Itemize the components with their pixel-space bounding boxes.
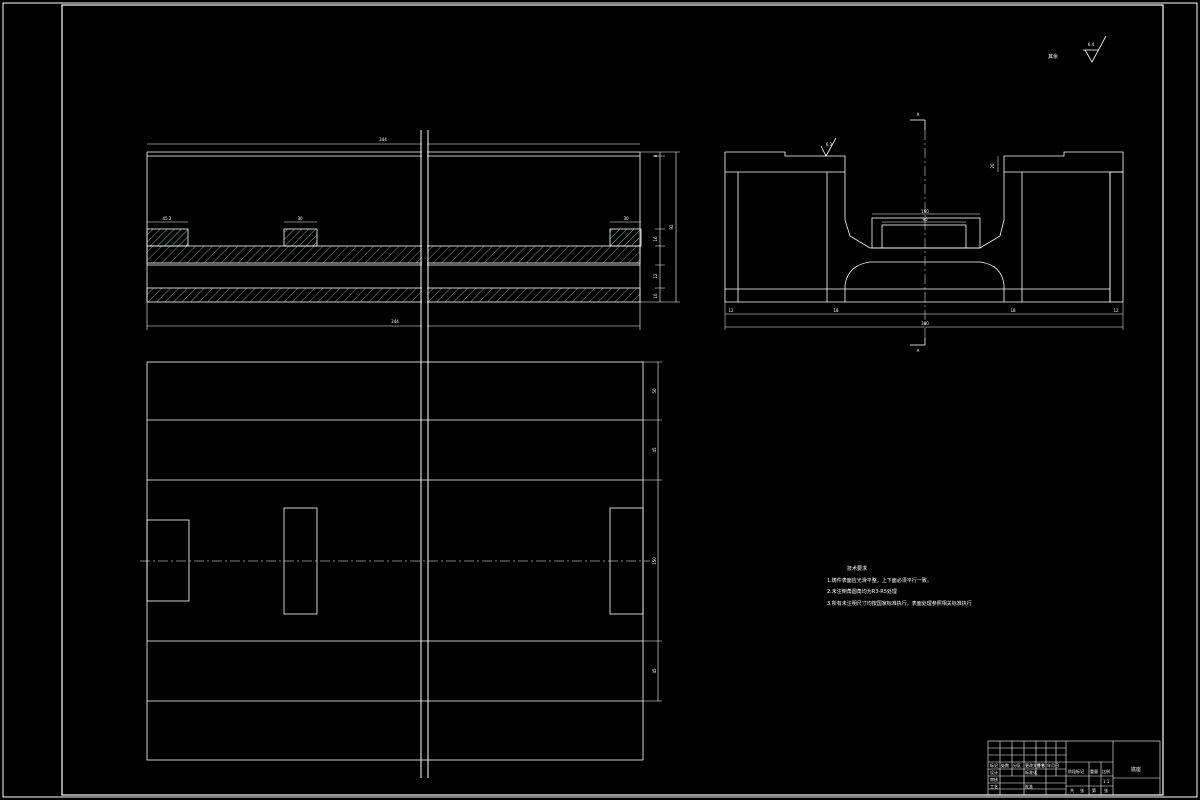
front-dim-right-top: 8 [653,154,658,157]
top-dim-right-0: 50 [652,388,657,394]
front-dim-right-mid1: 16 [653,236,658,242]
side-inner-dim-0: 160 [921,209,929,214]
tb-cell-7: 标准化 [1025,769,1037,775]
front-pad-right [609,228,642,247]
sheet-inner-border [61,4,1164,796]
side-roughness: 6.3 [826,142,833,147]
tb-cell-0: 标记 [990,762,998,768]
surface-note: 其余 6.4 [1048,35,1107,63]
side-view: A A 160 90 20 6.3 [724,112,1124,353]
side-dim-bottom-0: 12 [728,308,734,313]
side-dim-small: 20 [990,163,995,169]
notes-item-3: 3.所有未注明尺寸均按国家标准执行，表面处理参照相关标准执行 [827,600,972,607]
tb-cell-18: 1:1 [1103,779,1110,784]
tb-cell-4: 签名 [1037,762,1045,768]
tb-cell-16: 第 [1092,787,1096,793]
front-dim-right-mid2: 12 [653,273,658,279]
front-dim-bottom: 344 [391,319,399,324]
section-mark-top: A [917,112,920,117]
technical-notes: 技术要求 1.铸件表面应光滑平整，上下面必须平行一致， 2.未注倒角圆角均为R3… [827,565,972,607]
front-dim-top: 344 [379,137,387,142]
notes-item-2: 2.未注倒角圆角均为R3-R5处理 [827,588,897,595]
section-mark-bottom: A [917,348,920,353]
top-dim-right-2: 150 [652,557,657,565]
top-view: 50 45 150 45 [140,361,662,761]
tb-cell-14: 共 [1070,787,1074,793]
tb-cell-15: 张 [1080,787,1084,793]
tb-cell-9: 工艺 [990,784,998,789]
notes-title: 技术要求 [847,565,867,572]
front-pad-dim-right: 30 [623,216,629,221]
tb-cell-17: 张 [1104,787,1108,793]
notes-item-1: 1.铸件表面应光滑平整，上下面必须平行一致， [827,577,932,584]
top-dim-right-3: 45 [652,668,657,674]
tb-cell-1: 处数 [1001,762,1009,768]
title-block [987,740,1161,796]
front-hatch-band-upper [146,245,641,264]
front-pad-center [283,228,318,247]
side-dim-bottom-overall: 380 [921,321,929,326]
side-dim-bottom-1: 18 [833,308,839,313]
tb-part-name: 底座 [1131,766,1141,773]
front-pad-left [146,228,189,247]
side-dim-bottom-3: 12 [1113,308,1119,313]
break-lines [420,130,429,778]
tb-cell-8: 审核 [990,776,998,782]
front-pad-dim-left: 45.2 [163,216,172,221]
top-dim-right-1: 45 [652,447,657,453]
front-pad-dim-center: 30 [297,216,303,221]
tb-cell-5: 年月日 [1047,762,1059,768]
front-dim-right-mid3: 10 [653,293,658,299]
surface-note-value: 6.4 [1088,42,1095,47]
front-dim-right-overall: 92 [669,224,674,230]
top-slot-right [609,507,644,615]
front-view: 344 45.2 30 30 344 8 [146,137,680,330]
front-hatch-band-lower [146,287,641,303]
tb-cell-3: 更改文件号 [1025,762,1045,768]
tb-cell-10: 批准 [1025,783,1033,789]
top-slot-left [146,519,190,602]
tb-cell-2: 分区 [1013,762,1021,768]
top-slot-center [283,507,318,615]
tb-cell-12: 重量 [1090,768,1098,774]
tb-cell-11: 阶段标记 [1068,768,1084,774]
tb-cell-6: 设计 [990,769,998,775]
side-inner-dim-1: 90 [922,217,928,222]
surface-note-label: 其余 [1048,53,1058,60]
tb-cell-13: 比例 [1102,768,1110,774]
side-dim-bottom-2: 18 [1010,308,1016,313]
